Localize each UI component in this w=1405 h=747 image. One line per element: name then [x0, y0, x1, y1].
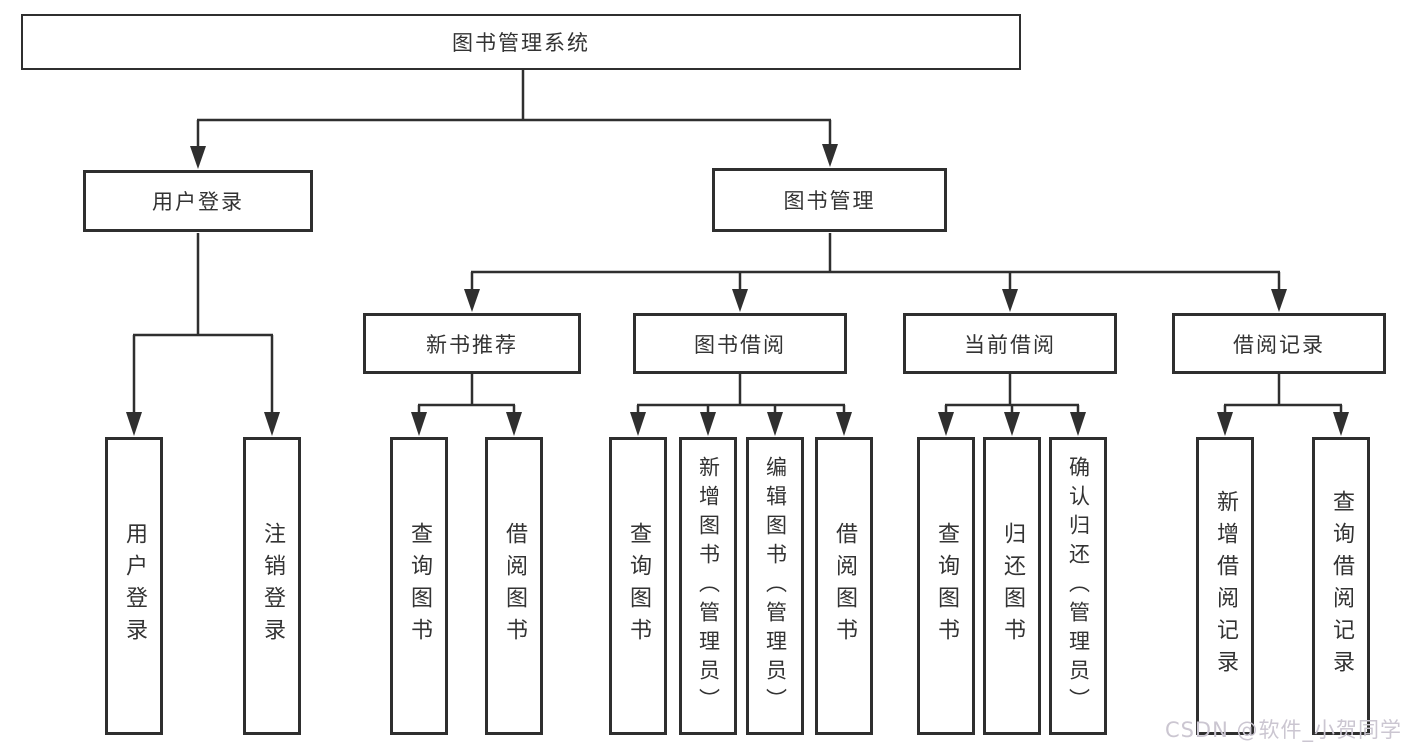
leaf-query-books-under-current: 查询图书	[917, 437, 975, 735]
leaf-return-books: 归还图书	[983, 437, 1041, 735]
node-user-login: 用户登录	[83, 170, 313, 232]
leaf-borrow-books-under-new-book: 借阅图书	[485, 437, 543, 735]
node-current-borrowing-label: 当前借阅	[964, 332, 1056, 357]
leaf-query-books-under-new-book-label: 查询图书	[407, 522, 432, 650]
watermark-text: CSDN @软件_小贺同学	[1164, 718, 1402, 742]
leaf-confirm-return-admin-label: 确认归还（管理员）	[1066, 455, 1091, 717]
leaf-user-login-label: 用户登录	[122, 522, 147, 650]
node-root-label: 图书管理系统	[452, 31, 590, 55]
leaf-return-books-label: 归还图书	[1000, 522, 1025, 650]
leaf-borrow-books-under-borrowing-label: 借阅图书	[832, 522, 857, 650]
leaf-add-borrow-record-label: 新增借阅记录	[1213, 490, 1238, 682]
node-root: 图书管理系统	[21, 14, 1021, 70]
leaf-query-borrow-record: 查询借阅记录	[1312, 437, 1370, 735]
leaf-query-books-under-current-label: 查询图书	[934, 522, 959, 650]
leaf-logout-label: 注销登录	[260, 522, 285, 650]
leaf-borrow-books-under-borrowing: 借阅图书	[815, 437, 873, 735]
leaf-confirm-return-admin: 确认归还（管理员）	[1049, 437, 1107, 735]
node-new-book-recommendation-label: 新书推荐	[426, 332, 518, 357]
leaf-query-borrow-record-label: 查询借阅记录	[1329, 490, 1354, 682]
leaf-query-books-under-borrowing-label: 查询图书	[626, 522, 651, 650]
node-borrowing-records-label: 借阅记录	[1233, 332, 1325, 357]
node-book-management-label: 图书管理	[783, 189, 876, 213]
leaf-edit-book-admin: 编辑图书（管理员）	[746, 437, 804, 735]
leaf-add-book-admin: 新增图书（管理员）	[679, 437, 737, 735]
leaf-query-books-under-new-book: 查询图书	[390, 437, 448, 735]
leaf-add-borrow-record: 新增借阅记录	[1196, 437, 1254, 735]
node-borrowing-records: 借阅记录	[1172, 313, 1386, 374]
leaf-borrow-books-under-new-book-label: 借阅图书	[502, 522, 527, 650]
node-book-borrowing: 图书借阅	[633, 313, 847, 374]
node-user-login-label: 用户登录	[152, 190, 244, 214]
node-book-borrowing-label: 图书借阅	[694, 332, 786, 357]
node-book-management: 图书管理	[712, 168, 947, 232]
leaf-user-login: 用户登录	[105, 437, 163, 735]
leaf-edit-book-admin-label: 编辑图书（管理员）	[763, 455, 788, 717]
leaf-add-book-admin-label: 新增图书（管理员）	[696, 455, 721, 717]
node-new-book-recommendation: 新书推荐	[363, 313, 581, 374]
leaf-logout: 注销登录	[243, 437, 301, 735]
node-current-borrowing: 当前借阅	[903, 313, 1117, 374]
leaf-query-books-under-borrowing: 查询图书	[609, 437, 667, 735]
